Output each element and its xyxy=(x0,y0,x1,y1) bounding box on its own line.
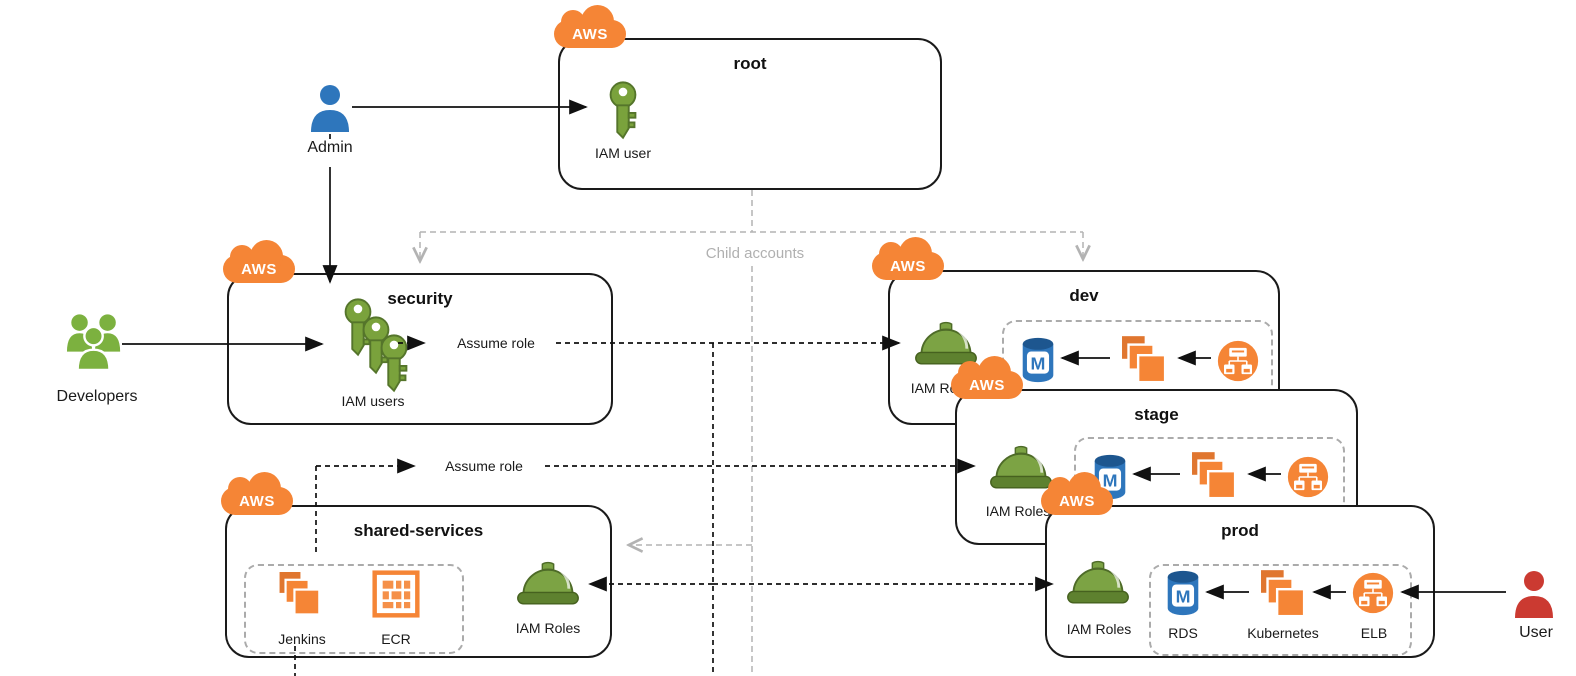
elb-label: ELB xyxy=(1360,625,1388,641)
aws-cloud-badge: AWS xyxy=(223,240,295,283)
aws-cloud-badge: AWS xyxy=(951,356,1023,399)
rds-icon: M xyxy=(1021,337,1055,383)
svg-text:M: M xyxy=(1103,470,1118,490)
aws-cloud-badge: AWS xyxy=(1041,472,1113,515)
ci-tools-group xyxy=(244,564,464,654)
iam-roles-helmet-icon xyxy=(1064,553,1132,611)
assume-role-label-shared: Assume role xyxy=(425,457,543,475)
account-box-prod: AWS prod IAM Roles M RDS Kubernetes xyxy=(1041,472,1435,658)
elb-icon xyxy=(1352,572,1394,614)
iam-user-label: IAM user xyxy=(594,145,651,161)
iam-roles-label: IAM Roles xyxy=(985,503,1051,519)
svg-text:M: M xyxy=(1176,586,1191,606)
account-title-security: security xyxy=(387,289,453,308)
account-box-shared-services: AWS shared-services Jenkins ECR IAM Role… xyxy=(221,472,612,658)
kubernetes-icon xyxy=(1186,449,1238,502)
aws-cloud-badge: AWS xyxy=(554,5,626,48)
account-box-security: AWS security IAM users xyxy=(223,240,613,425)
admin-user-icon xyxy=(308,84,352,132)
account-title-prod: prod xyxy=(1221,521,1259,540)
jenkins-icon xyxy=(274,569,322,618)
rds-icon: M xyxy=(1166,570,1200,616)
account-box-root: AWS root IAM user xyxy=(554,5,942,190)
iam-users-label: IAM users xyxy=(341,393,405,409)
iam-roles-helmet-icon xyxy=(514,554,582,612)
jenkins-label: Jenkins xyxy=(278,631,326,647)
aws-cloud-badge: AWS xyxy=(221,472,293,515)
ecr-icon xyxy=(372,570,420,618)
developers-group-icon xyxy=(66,308,124,372)
iam-user-key-icon xyxy=(602,80,644,142)
kubernetes-label: Kubernetes xyxy=(1247,625,1319,641)
user-label: User xyxy=(1496,624,1576,642)
end-user-icon xyxy=(1512,569,1556,619)
account-title-dev: dev xyxy=(1069,286,1099,305)
iam-users-keys-icon xyxy=(373,333,415,395)
developers-label: Developers xyxy=(37,388,157,406)
account-title-root: root xyxy=(733,54,767,73)
account-title-shared-services: shared-services xyxy=(353,521,484,540)
iam-roles-label: IAM Roles xyxy=(515,620,581,636)
child-accounts-label: Child accounts xyxy=(682,244,828,263)
prod-services-group xyxy=(1149,564,1412,656)
elb-icon xyxy=(1287,456,1329,498)
kubernetes-icon xyxy=(1255,567,1307,620)
rds-label: RDS xyxy=(1168,625,1198,641)
assume-role-label-security: Assume role xyxy=(437,334,555,352)
iam-roles-label: IAM Roles xyxy=(1066,621,1132,637)
account-title-stage: stage xyxy=(1134,405,1179,424)
kubernetes-icon xyxy=(1116,333,1168,386)
svg-text:M: M xyxy=(1031,353,1046,373)
ecr-label: ECR xyxy=(381,631,411,647)
iam-roles-helmet-icon xyxy=(987,438,1055,496)
admin-label: Admin xyxy=(290,139,370,157)
iam-roles-helmet-icon xyxy=(912,314,980,372)
elb-icon xyxy=(1217,340,1259,382)
aws-cloud-badge: AWS xyxy=(872,237,944,280)
